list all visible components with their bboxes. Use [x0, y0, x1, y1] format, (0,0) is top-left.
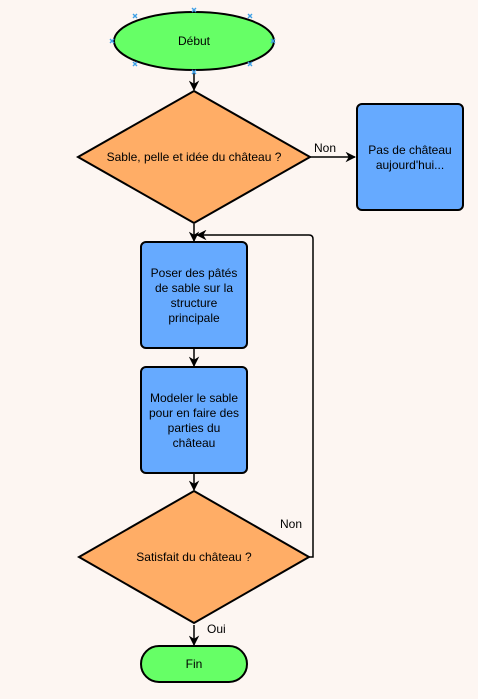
start-label: Début	[178, 34, 211, 48]
selection-handles[interactable]	[109, 7, 276, 75]
decision-satisfied-diamond	[76, 489, 312, 625]
node-decision-tools[interactable]: Sable, pelle et idée du château ?	[75, 89, 313, 225]
decision-tools-label: Sable, pelle et idée du château ?	[107, 150, 282, 164]
node-start[interactable]: Début	[109, 7, 276, 75]
no-castle-box	[356, 103, 464, 211]
node-no-castle[interactable]: Pas de château aujourd'hui...	[356, 103, 464, 211]
shape-sand-box	[140, 366, 248, 474]
node-end[interactable]: Fin	[140, 645, 248, 683]
node-decision-satisfied[interactable]: Satisfait du château ?	[76, 489, 312, 625]
place-sand-box	[140, 241, 248, 349]
decision-tools-diamond	[75, 89, 313, 225]
start-ellipse	[113, 11, 275, 71]
shape-sand-line2: pour en faire des	[149, 406, 239, 420]
node-place-sand[interactable]: Poser des pâtés de sable sur la structur…	[140, 241, 248, 349]
node-shape-sand[interactable]: Modeler le sable pour en faire des parti…	[140, 366, 248, 474]
decision-satisfied-label: Satisfait du château ?	[136, 550, 252, 564]
place-sand-line3: structure	[171, 296, 218, 310]
edge-label-tools-no: Non	[314, 141, 336, 155]
shape-sand-line3: parties du	[168, 421, 221, 435]
place-sand-line2: de sable sur la	[155, 281, 233, 295]
edge-label-satisfied-no: Non	[280, 517, 302, 531]
shape-sand-line1: Modeler le sable	[150, 391, 238, 405]
end-terminator	[140, 645, 248, 683]
shape-sand-line4: château	[173, 436, 216, 450]
end-label: Fin	[186, 657, 203, 671]
no-castle-label-line1: Pas de château	[368, 143, 451, 157]
edges	[188, 72, 357, 647]
no-castle-label-line2: aujourd'hui...	[376, 158, 444, 172]
edge-satisfied-loop-back[interactable]	[195, 229, 314, 558]
edge-label-satisfied-yes: Oui	[207, 622, 226, 636]
place-sand-line4: principale	[168, 311, 220, 325]
place-sand-line1: Poser des pâtés	[151, 266, 238, 280]
